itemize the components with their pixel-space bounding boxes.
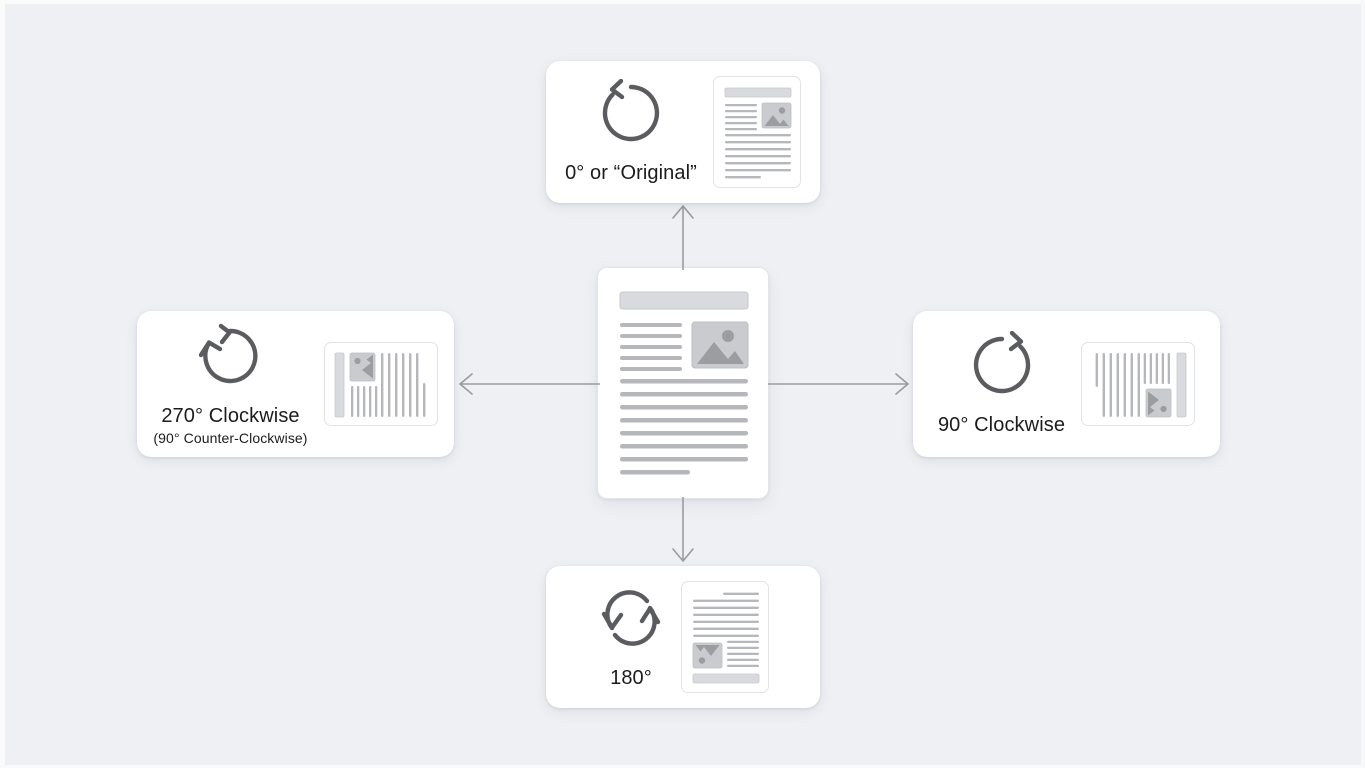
rotation-card-180[interactable]: 180° (546, 566, 820, 708)
rotate-clockwise-icon (968, 330, 1036, 404)
canvas-edge-left (0, 0, 5, 768)
rotation-card-90-label: 90° Clockwise (937, 414, 1066, 436)
arrow-left (452, 362, 600, 406)
rotation-card-270[interactable]: 270° Clockwise (90° Counter-Clockwise) (137, 311, 454, 457)
arrow-up (658, 200, 708, 270)
rotation-card-90[interactable]: 90° Clockwise (913, 311, 1220, 457)
document-thumbnail-90 (1081, 342, 1196, 426)
document-thumbnail-270 (323, 342, 438, 426)
canvas-edge-right (1361, 0, 1365, 768)
document-thumbnail-180 (681, 581, 769, 693)
rotation-card-0[interactable]: 0° or “Original” (546, 61, 820, 203)
rotate-counter-clockwise-icon (597, 78, 665, 152)
rotation-card-0-label: 0° or “Original” (565, 162, 697, 184)
arrow-right (768, 362, 916, 406)
document-thumbnail-0 (712, 76, 801, 188)
canvas-edge-top (0, 0, 1365, 4)
rotation-card-270-label: 270° Clockwise (161, 405, 300, 427)
original-document[interactable] (597, 267, 769, 499)
canvas-edge-bottom (0, 765, 1365, 768)
arrow-down (658, 497, 708, 567)
rotation-card-180-label: 180° (610, 667, 652, 689)
rotate-180-icon (597, 584, 665, 657)
rotate-double-counter-clockwise-icon (196, 322, 264, 395)
rotation-card-270-sublabel: (90° Counter-Clockwise) (153, 430, 308, 446)
original-document-preview (619, 291, 749, 475)
